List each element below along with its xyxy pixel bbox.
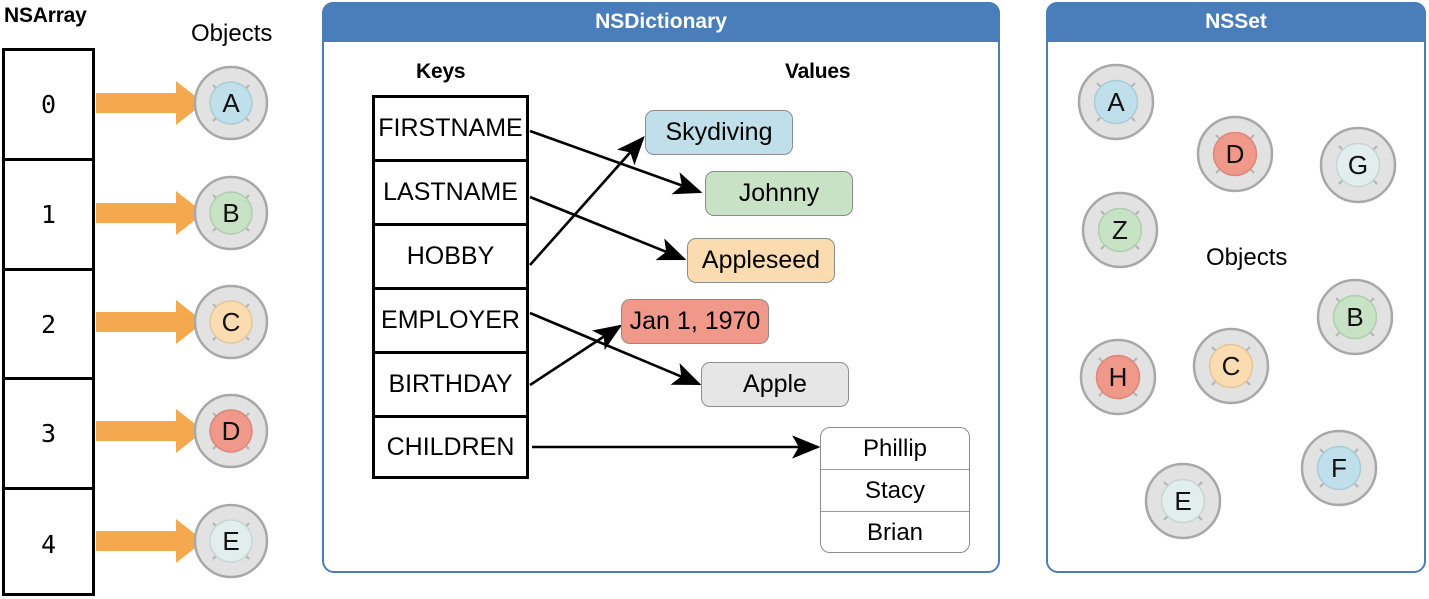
array-object-d[interactable]: D [193, 393, 269, 469]
nsarray-index-cell[interactable]: 3 [5, 380, 92, 490]
set-object-f[interactable]: F [1300, 429, 1378, 507]
dictionary-key-cell[interactable]: FIRSTNAME [375, 98, 526, 162]
nsarray-index-cell[interactable]: 2 [5, 271, 92, 380]
nsarray-index-table: 0 1 2 3 4 [2, 48, 95, 596]
nsarray-index-cell[interactable]: 4 [40, 530, 57, 559]
dictionary-key-cell[interactable]: LASTNAME [375, 162, 526, 226]
dictionary-keys-table: FIRSTNAME LASTNAME HOBBY EMPLOYER BIRTHD… [372, 95, 529, 479]
dictionary-key-cell[interactable]: HOBBY [375, 226, 526, 290]
nsset-header: NSSet [1046, 2, 1426, 42]
dictionary-value-apple[interactable]: Apple [701, 362, 849, 407]
dictionary-value-birthday[interactable]: Jan 1, 1970 [621, 299, 769, 344]
dictionary-key-cell[interactable]: EMPLOYER [375, 290, 526, 354]
nsarray-index-cell[interactable]: 0 [5, 51, 92, 161]
dictionary-value-text: Johnny [738, 179, 820, 207]
nsdictionary-header: NSDictionary [322, 2, 1000, 42]
values-label: Values [785, 60, 851, 83]
set-object-e[interactable]: E [1144, 462, 1222, 540]
dictionary-key-cell[interactable]: CHILDREN [386, 432, 515, 461]
set-object-h[interactable]: H [1079, 338, 1157, 416]
nsdictionary-title: NSDictionary [595, 10, 727, 33]
array-object-b[interactable]: B [193, 175, 269, 251]
children-list-item[interactable]: Stacy [821, 470, 969, 512]
dictionary-value-text: Jan 1, 1970 [629, 307, 761, 335]
array-object-c[interactable]: C [193, 284, 269, 360]
dictionary-key-cell[interactable]: BIRTHDAY [375, 354, 526, 418]
dictionary-value-johnny[interactable]: Johnny [705, 171, 853, 216]
dictionary-value-appleseed[interactable]: Appleseed [687, 238, 835, 283]
nsarray-title: NSArray [4, 4, 87, 27]
dictionary-value-text: Skydiving [665, 118, 773, 146]
dictionary-value-skydiving[interactable]: Skydiving [645, 110, 793, 155]
array-object-e[interactable]: E [193, 503, 269, 579]
set-object-b[interactable]: B [1316, 278, 1394, 356]
nsarray-objects-label: Objects [191, 20, 273, 47]
nsset-objects-label: Objects [1206, 244, 1288, 271]
nsarray-index-cell[interactable]: 1 [5, 161, 92, 271]
set-object-z[interactable]: Z [1081, 191, 1159, 269]
children-list-item[interactable]: Phillip [821, 428, 969, 470]
set-object-a[interactable]: A [1077, 63, 1155, 141]
children-list-item[interactable]: Brian [866, 519, 924, 546]
dictionary-value-text: Apple [743, 370, 807, 398]
nsset-title: NSSet [1205, 10, 1267, 33]
array-object-a[interactable]: A [193, 65, 269, 141]
dictionary-children-list: Phillip Stacy Brian [820, 427, 970, 553]
keys-label: Keys [416, 60, 466, 83]
dictionary-value-text: Appleseed [701, 246, 821, 274]
set-object-c[interactable]: C [1192, 327, 1270, 405]
set-object-g[interactable]: G [1319, 126, 1397, 204]
set-object-d[interactable]: D [1196, 115, 1274, 193]
